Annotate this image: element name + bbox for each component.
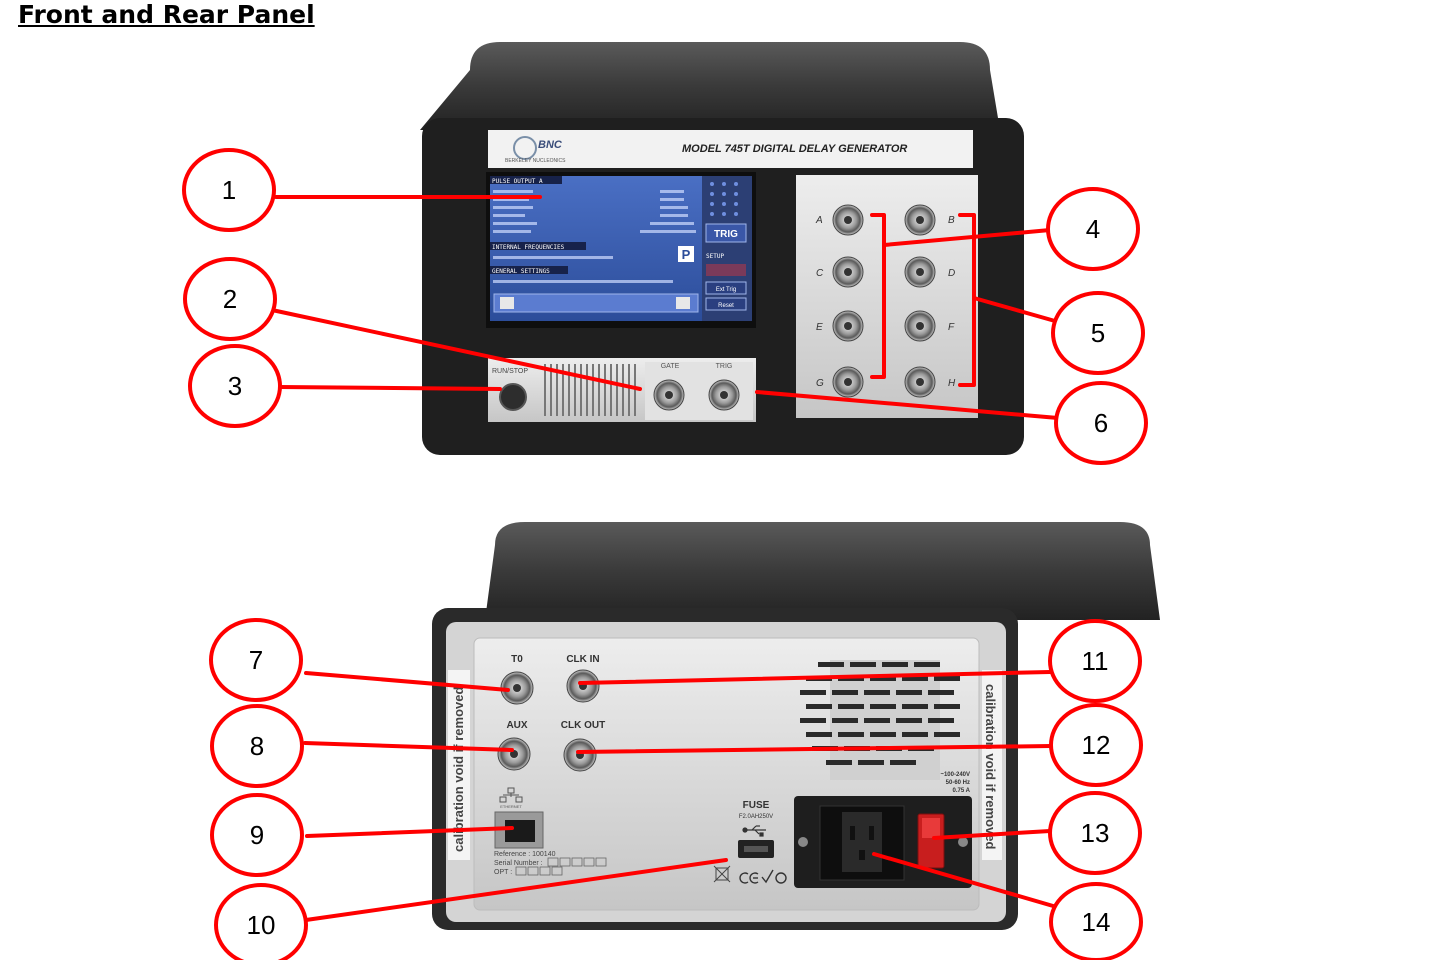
power-rating-voltage: ~100-240V [940, 772, 970, 778]
channel-label-d: D [948, 268, 955, 279]
serial-number-boxes [547, 857, 607, 867]
reference-text: Reference : 100140 [494, 851, 556, 858]
vent-grille [544, 364, 636, 416]
callout-markers: 1 2 3 4 5 6 7 8 [182, 148, 1148, 960]
ethernet-label: ETHERNET [500, 804, 522, 809]
callout-3-number: 3 [228, 371, 242, 401]
rear-panel: calibration void if removed calibration … [432, 522, 1160, 930]
p-badge-text: P [682, 247, 691, 262]
screen-slider [493, 293, 699, 313]
front-panel: BNC BERKELEY NUCLEONICS MODEL 745T DIGIT… [420, 42, 1024, 455]
callout-4: 4 [1046, 187, 1140, 271]
fuse-rating: F2.0AH250V [739, 814, 773, 820]
callout-3: 3 [188, 344, 282, 428]
screen-section-pulse: PULSE OUTPUT A [492, 178, 543, 185]
callout-14: 14 [1049, 882, 1143, 960]
power-rating-current: 0.75 A [953, 788, 971, 794]
callout-2-number: 2 [223, 284, 237, 314]
ethernet-port[interactable] [505, 820, 535, 842]
callout-1-number: 1 [222, 175, 236, 205]
channel-label-g: G [816, 378, 824, 389]
callout-6: 6 [1054, 381, 1148, 465]
screen-trig-text: TRIG [714, 229, 738, 240]
bnc-logo: BNC BERKELEY NUCLEONICS [505, 136, 566, 164]
callout-5-number: 5 [1091, 318, 1105, 348]
callout-9-number: 9 [250, 820, 264, 850]
t0-label: T0 [511, 654, 523, 665]
callout-6-number: 6 [1094, 408, 1108, 438]
calibration-label-left: calibration void if removed [451, 687, 466, 852]
run-stop-button[interactable] [499, 383, 527, 411]
callout-8-number: 8 [250, 731, 264, 761]
callout-8: 8 [210, 704, 304, 788]
callout-10-number: 10 [247, 910, 276, 940]
screen-trig-button [705, 223, 747, 243]
screen-reset: Reset [718, 303, 734, 309]
usb-icon [742, 825, 766, 837]
run-stop-label: RUN/STOP [492, 368, 528, 375]
brand-subtext: BERKELEY NUCLEONICS [505, 158, 566, 164]
channel-label-b: B [948, 215, 955, 226]
channel-label-a: A [815, 215, 823, 226]
fan-vent [800, 660, 960, 780]
callout-5: 5 [1051, 291, 1145, 375]
opt-boxes [515, 866, 563, 876]
certification-marks-icon [739, 869, 787, 884]
page-title: Front and Rear Panel [18, 0, 315, 29]
channel-panel [796, 175, 978, 418]
callout-9: 9 [210, 793, 304, 877]
channel-label-f: F [948, 322, 955, 333]
callout-7: 7 [209, 618, 303, 702]
callout-4-number: 4 [1086, 214, 1100, 244]
weee-icon [713, 865, 731, 883]
p-badge [678, 246, 694, 262]
serial-number-text: Serial Number : [494, 860, 543, 867]
trig-label: TRIG [716, 363, 733, 370]
callout-2: 2 [183, 257, 277, 341]
model-label-strip [488, 130, 973, 168]
callout-13-number: 13 [1081, 818, 1110, 848]
callout-11: 11 [1048, 619, 1142, 703]
gate-label: GATE [661, 363, 680, 370]
ethernet-icon [499, 787, 523, 803]
callout-1: 1 [182, 148, 276, 232]
callout-leaders [270, 195, 1062, 922]
brand-text: BNC [538, 139, 563, 151]
power-inlet-socket[interactable] [842, 812, 882, 872]
aux-label: AUX [506, 720, 527, 731]
channel-label-c: C [816, 268, 824, 279]
screen-ext-trig: Ext Trig [716, 287, 736, 293]
screen-section-general: GENERAL SETTINGS [492, 268, 550, 275]
screen-setup-label: SETUP [706, 253, 724, 260]
callout-13: 13 [1048, 791, 1142, 875]
fuse-label: FUSE [743, 800, 770, 811]
clk-in-label: CLK IN [566, 654, 599, 665]
power-rating-frequency: 50-60 Hz [946, 780, 970, 786]
opt-text: OPT : [494, 869, 512, 876]
channel-label-h: H [948, 378, 956, 389]
channel-letter-labels: A B C D E F G H [815, 215, 956, 389]
model-label: MODEL 745T DIGITAL DELAY GENERATOR [682, 143, 907, 155]
calibration-label-right: calibration void if removed [983, 684, 998, 849]
screen-section-freq: INTERNAL FREQUENCIES [492, 244, 565, 251]
channel-connectors [832, 204, 936, 398]
callout-14-number: 14 [1082, 907, 1111, 937]
callout-10: 10 [214, 883, 308, 960]
callout-12-number: 12 [1082, 730, 1111, 760]
channel-label-e: E [816, 322, 823, 333]
clk-out-label: CLK OUT [561, 720, 605, 731]
callout-12: 12 [1049, 703, 1143, 787]
callout-11-number: 11 [1082, 646, 1109, 676]
callout-7-number: 7 [249, 645, 263, 675]
